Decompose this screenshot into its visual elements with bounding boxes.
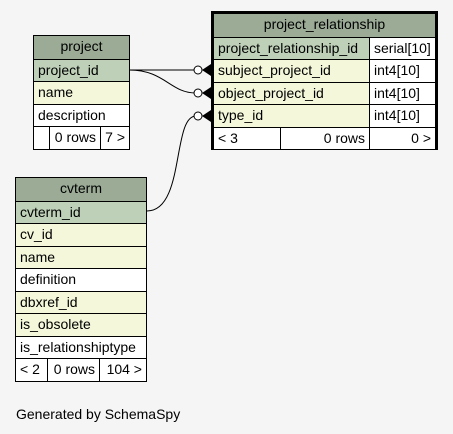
children-count[interactable]: 104 > bbox=[99, 359, 146, 381]
column-row[interactable]: object_project_id int4[10] bbox=[214, 81, 435, 104]
link-end-circle bbox=[193, 88, 203, 98]
parents-count[interactable]: < 2 bbox=[20, 361, 40, 377]
rows-count: 0 rows bbox=[49, 127, 100, 149]
link-end-circle bbox=[193, 65, 203, 75]
column-name: subject_project_id bbox=[218, 62, 331, 78]
column-name: is_obsolete bbox=[20, 316, 91, 332]
column-name: object_project_id bbox=[218, 84, 324, 101]
table-project[interactable]: project project_id name description 0 ro… bbox=[33, 35, 130, 150]
column-name: cv_id bbox=[20, 226, 53, 242]
children-count[interactable]: 7 > bbox=[100, 127, 129, 149]
column-row-pk[interactable]: project_relationship_id serial[10] bbox=[214, 36, 435, 59]
column-row[interactable]: name bbox=[16, 245, 146, 268]
crowfoot-arrow bbox=[202, 64, 211, 76]
parents-count[interactable]: < 3 bbox=[218, 129, 238, 146]
column-name: project_id bbox=[38, 61, 99, 78]
table-header[interactable]: project bbox=[34, 36, 129, 59]
column-row[interactable]: name bbox=[34, 81, 129, 104]
column-row[interactable]: dbxref_id bbox=[16, 290, 146, 313]
crowfoot-arrow bbox=[202, 87, 211, 99]
column-name: name bbox=[20, 248, 56, 265]
column-row[interactable]: description bbox=[34, 103, 129, 126]
column-row[interactable]: is_relationshiptype bbox=[16, 335, 146, 358]
children-count[interactable]: 0 > bbox=[369, 127, 435, 149]
table-header[interactable]: project_relationship bbox=[214, 14, 435, 37]
column-type: int4[10] bbox=[369, 60, 435, 82]
column-type: int4[10] bbox=[369, 82, 435, 104]
column-type: int4[10] bbox=[369, 105, 435, 127]
column-row[interactable]: type_id int4[10] bbox=[214, 104, 435, 127]
column-type: serial[10] bbox=[369, 37, 435, 59]
rows-count: 0 rows bbox=[280, 127, 369, 149]
column-name: is_relationshiptype bbox=[20, 338, 136, 355]
table-footer-row: < 3 0 rows 0 > bbox=[214, 126, 435, 149]
column-name: definition bbox=[20, 271, 77, 287]
parents-count[interactable] bbox=[34, 127, 49, 149]
table-footer-row: < 2 0 rows 104 > bbox=[16, 358, 146, 381]
column-name: name bbox=[38, 84, 74, 100]
table-header[interactable]: cvterm bbox=[16, 178, 146, 201]
link-end-circle bbox=[193, 111, 203, 121]
column-row-pk[interactable]: project_id bbox=[34, 58, 129, 81]
column-row-pk[interactable]: cvterm_id bbox=[16, 200, 146, 223]
table-project-relationship[interactable]: project_relationship project_relationshi… bbox=[211, 11, 438, 150]
link-object-project bbox=[128, 69, 197, 94]
column-name: description bbox=[38, 106, 106, 123]
column-name: type_id bbox=[218, 107, 264, 123]
link-type-cvterm bbox=[146, 115, 197, 212]
generated-by-caption: Generated by SchemaSpy bbox=[16, 406, 181, 422]
column-row[interactable]: cv_id bbox=[16, 223, 146, 246]
table-footer-row: 0 rows 7 > bbox=[34, 126, 129, 149]
column-name: cvterm_id bbox=[20, 203, 81, 220]
table-cvterm[interactable]: cvterm cvterm_id cv_id name definition d… bbox=[15, 177, 147, 382]
column-row[interactable]: definition bbox=[16, 268, 146, 291]
rows-count: 0 rows bbox=[47, 359, 99, 381]
column-row[interactable]: subject_project_id int4[10] bbox=[214, 59, 435, 82]
column-row[interactable]: is_obsolete bbox=[16, 313, 146, 336]
column-name: project_relationship_id bbox=[218, 39, 359, 56]
crowfoot-arrow bbox=[202, 110, 211, 122]
column-name: dbxref_id bbox=[20, 293, 78, 310]
